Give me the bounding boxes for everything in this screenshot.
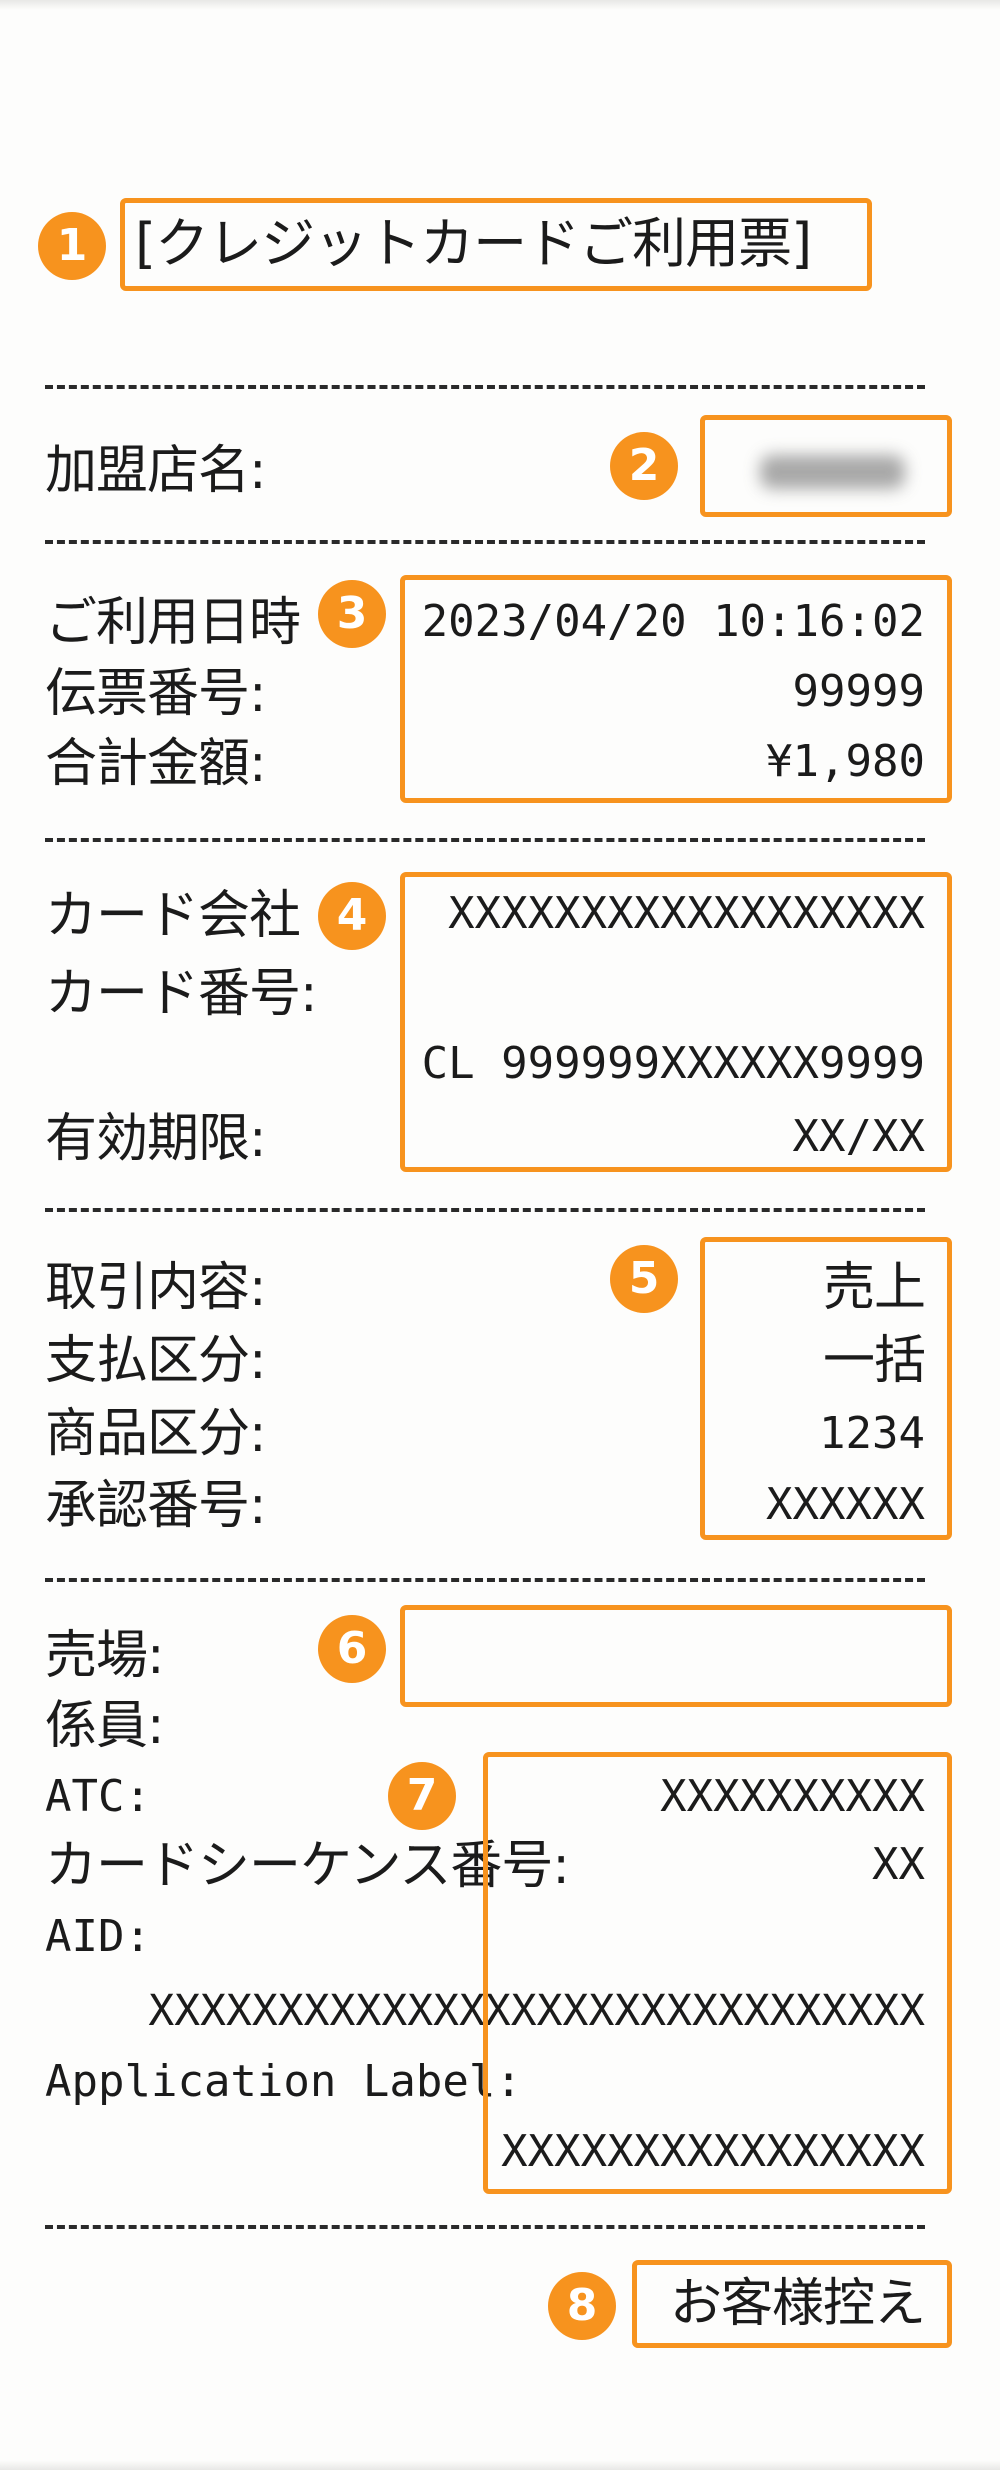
card-sequence-label: カードシーケンス番号: (45, 1836, 570, 1896)
clerk-label: 係員: (45, 1696, 165, 1756)
datetime-label: ご利用日時 (45, 593, 301, 653)
aid-label: AID: (45, 1911, 151, 1962)
divider (45, 1578, 925, 1582)
customer-copy-label: お客様控え (669, 2274, 926, 2334)
total-amount-value: ¥1,980 (766, 736, 925, 787)
divider (45, 838, 925, 842)
card-number-value: CL 999999XXXXXX9999 (421, 1038, 925, 1089)
payment-method-label: 支払区分: (45, 1331, 267, 1391)
card-number-label: カード番号: (45, 964, 318, 1024)
paper-top-edge (0, 0, 1000, 10)
total-amount-label: 合計金額: (45, 734, 267, 794)
approval-number-value: XXXXXX (766, 1479, 925, 1530)
divider (45, 1208, 925, 1212)
datetime-value: 2023/04/20 10:16:02 (421, 596, 925, 647)
badge-5: 5 (610, 1245, 678, 1313)
aid-value: XXXXXXXXXXXXXXXXXXXXXXXXXXXXXX (148, 1986, 925, 2036)
badge-7: 7 (388, 1762, 456, 1830)
highlight-box-footer (632, 2260, 952, 2348)
product-category-value: 1234 (819, 1408, 925, 1459)
badge-4: 4 (318, 882, 386, 950)
highlight-box-merchant (700, 415, 952, 517)
receipt-title: [クレジットカードご利用票] (135, 212, 812, 275)
atc-label: ATC: (45, 1771, 151, 1822)
product-category-label: 商品区分: (45, 1404, 267, 1464)
highlight-box-title (120, 198, 872, 291)
merchant-label: 加盟店名: (45, 441, 267, 501)
highlight-box-emv (483, 1752, 952, 2194)
highlight-box-payment (700, 1237, 952, 1540)
transaction-type-label: 取引内容: (45, 1258, 267, 1318)
merchant-name-redacted (760, 455, 905, 489)
badge-6: 6 (318, 1615, 386, 1683)
application-label-label: Application Label: (45, 2056, 522, 2107)
badge-3: 3 (318, 580, 386, 648)
slip-number-value: 99999 (792, 666, 925, 717)
card-company-value: XXXXXXXXXXXXXXXXXX (448, 888, 925, 939)
badge-2: 2 (610, 432, 678, 500)
expiry-value: XX/XX (792, 1111, 925, 1162)
badge-1: 1 (38, 212, 106, 280)
highlight-box-card (400, 872, 952, 1172)
divider (45, 385, 925, 389)
highlight-box-staff (400, 1605, 952, 1707)
divider (45, 540, 925, 544)
approval-number-label: 承認番号: (45, 1476, 267, 1536)
card-company-label: カード会社 (45, 886, 301, 946)
slip-number-label: 伝票番号: (45, 664, 267, 724)
expiry-label: 有効期限: (45, 1109, 267, 1169)
badge-8: 8 (548, 2272, 616, 2340)
paper-bottom-edge (0, 2460, 1000, 2470)
atc-value: XXXXXXXXXX (660, 1771, 925, 1822)
store-label: 売場: (45, 1626, 165, 1686)
divider (45, 2225, 925, 2229)
transaction-type-value: 売上 (822, 1258, 926, 1318)
payment-method-value: 一括 (822, 1331, 926, 1391)
highlight-box-transaction (400, 575, 952, 803)
card-sequence-value: XX (872, 1839, 925, 1890)
application-label-value: XXXXXXXXXXXXXXXX (501, 2126, 925, 2177)
